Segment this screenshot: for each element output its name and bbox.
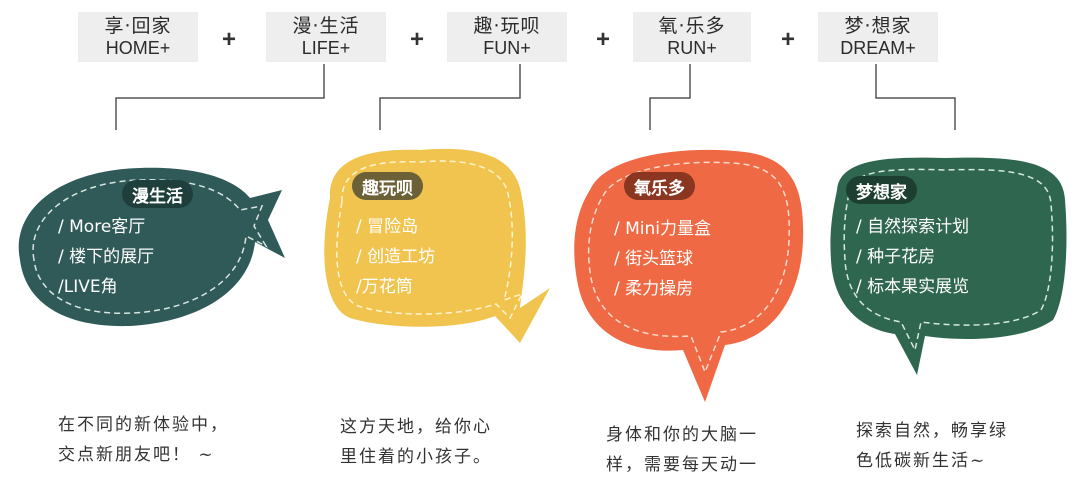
bubble-tag-run: 氧乐多 bbox=[624, 172, 695, 200]
category-life: 漫·生活 LIFE+ bbox=[266, 12, 386, 62]
plus-sign: + bbox=[781, 26, 795, 54]
bubble-items-fun: / 冒险岛 / 创造工坊 /万花筒 bbox=[356, 212, 435, 302]
category-life-en: LIFE+ bbox=[302, 38, 351, 59]
bubble-items-run: / Mini力量盒 / 街头篮球 / 柔力操房 bbox=[614, 214, 711, 304]
note-line: 色低碳新生活~ bbox=[856, 446, 1008, 476]
category-dream-en: DREAM+ bbox=[840, 38, 916, 59]
note-fun: 这方天地，给你心 里住着的小孩子。 bbox=[340, 412, 492, 472]
note-dream: 探索自然，畅享绿 色低碳新生活~ bbox=[856, 416, 1008, 476]
note-line: 在不同的新体验中， bbox=[58, 410, 229, 440]
list-item: / 标本果实展览 bbox=[856, 272, 969, 302]
list-item: / 创造工坊 bbox=[356, 242, 435, 272]
bubble-items-life: / More客厅 / 楼下的展厅 /LIVE角 bbox=[58, 212, 154, 302]
bubble-tag-fun: 趣玩呗 bbox=[352, 172, 423, 200]
bubble-tag-life: 漫生活 bbox=[122, 180, 193, 208]
category-run-zh: 氧·乐多 bbox=[658, 16, 725, 38]
note-line: 身体和你的大脑一 bbox=[606, 420, 758, 450]
note-line: 这方天地，给你心 bbox=[340, 412, 492, 442]
plus-sign: + bbox=[222, 26, 236, 54]
note-line: 探索自然，畅享绿 bbox=[856, 416, 1008, 446]
list-item: / 街头篮球 bbox=[614, 244, 711, 274]
category-dream-zh: 梦·想家 bbox=[844, 16, 911, 38]
category-home-en: HOME+ bbox=[106, 38, 171, 59]
list-item: / 种子花房 bbox=[856, 242, 969, 272]
note-line: 交点新朋友吧！ ~ bbox=[58, 440, 229, 470]
category-life-zh: 漫·生活 bbox=[292, 16, 359, 38]
list-item: / 柔力操房 bbox=[614, 274, 711, 304]
plus-sign: + bbox=[596, 26, 610, 54]
category-run-en: RUN+ bbox=[667, 38, 717, 59]
category-fun: 趣·玩呗 FUN+ bbox=[447, 12, 567, 62]
bubble-tag-dream: 梦想家 bbox=[846, 176, 917, 204]
list-item: / Mini力量盒 bbox=[614, 214, 711, 244]
note-life: 在不同的新体验中， 交点新朋友吧！ ~ bbox=[58, 410, 229, 470]
note-line: 样，需要每天动一 bbox=[606, 450, 758, 480]
category-home: 享·回家 HOME+ bbox=[78, 12, 198, 62]
list-item: /万花筒 bbox=[356, 272, 435, 302]
list-item: /LIVE角 bbox=[58, 272, 154, 302]
category-run: 氧·乐多 RUN+ bbox=[633, 12, 751, 62]
list-item: / More客厅 bbox=[58, 212, 154, 242]
list-item: / 自然探索计划 bbox=[856, 212, 969, 242]
category-dream: 梦·想家 DREAM+ bbox=[818, 12, 938, 62]
list-item: / 冒险岛 bbox=[356, 212, 435, 242]
bubble-items-dream: / 自然探索计划 / 种子花房 / 标本果实展览 bbox=[856, 212, 969, 302]
category-fun-zh: 趣·玩呗 bbox=[473, 16, 540, 38]
category-home-zh: 享·回家 bbox=[104, 16, 171, 38]
note-run: 身体和你的大脑一 样，需要每天动一 bbox=[606, 420, 758, 480]
list-item: / 楼下的展厅 bbox=[58, 242, 154, 272]
plus-sign: + bbox=[410, 26, 424, 54]
category-fun-en: FUN+ bbox=[483, 38, 531, 59]
note-line: 里住着的小孩子。 bbox=[340, 442, 492, 472]
